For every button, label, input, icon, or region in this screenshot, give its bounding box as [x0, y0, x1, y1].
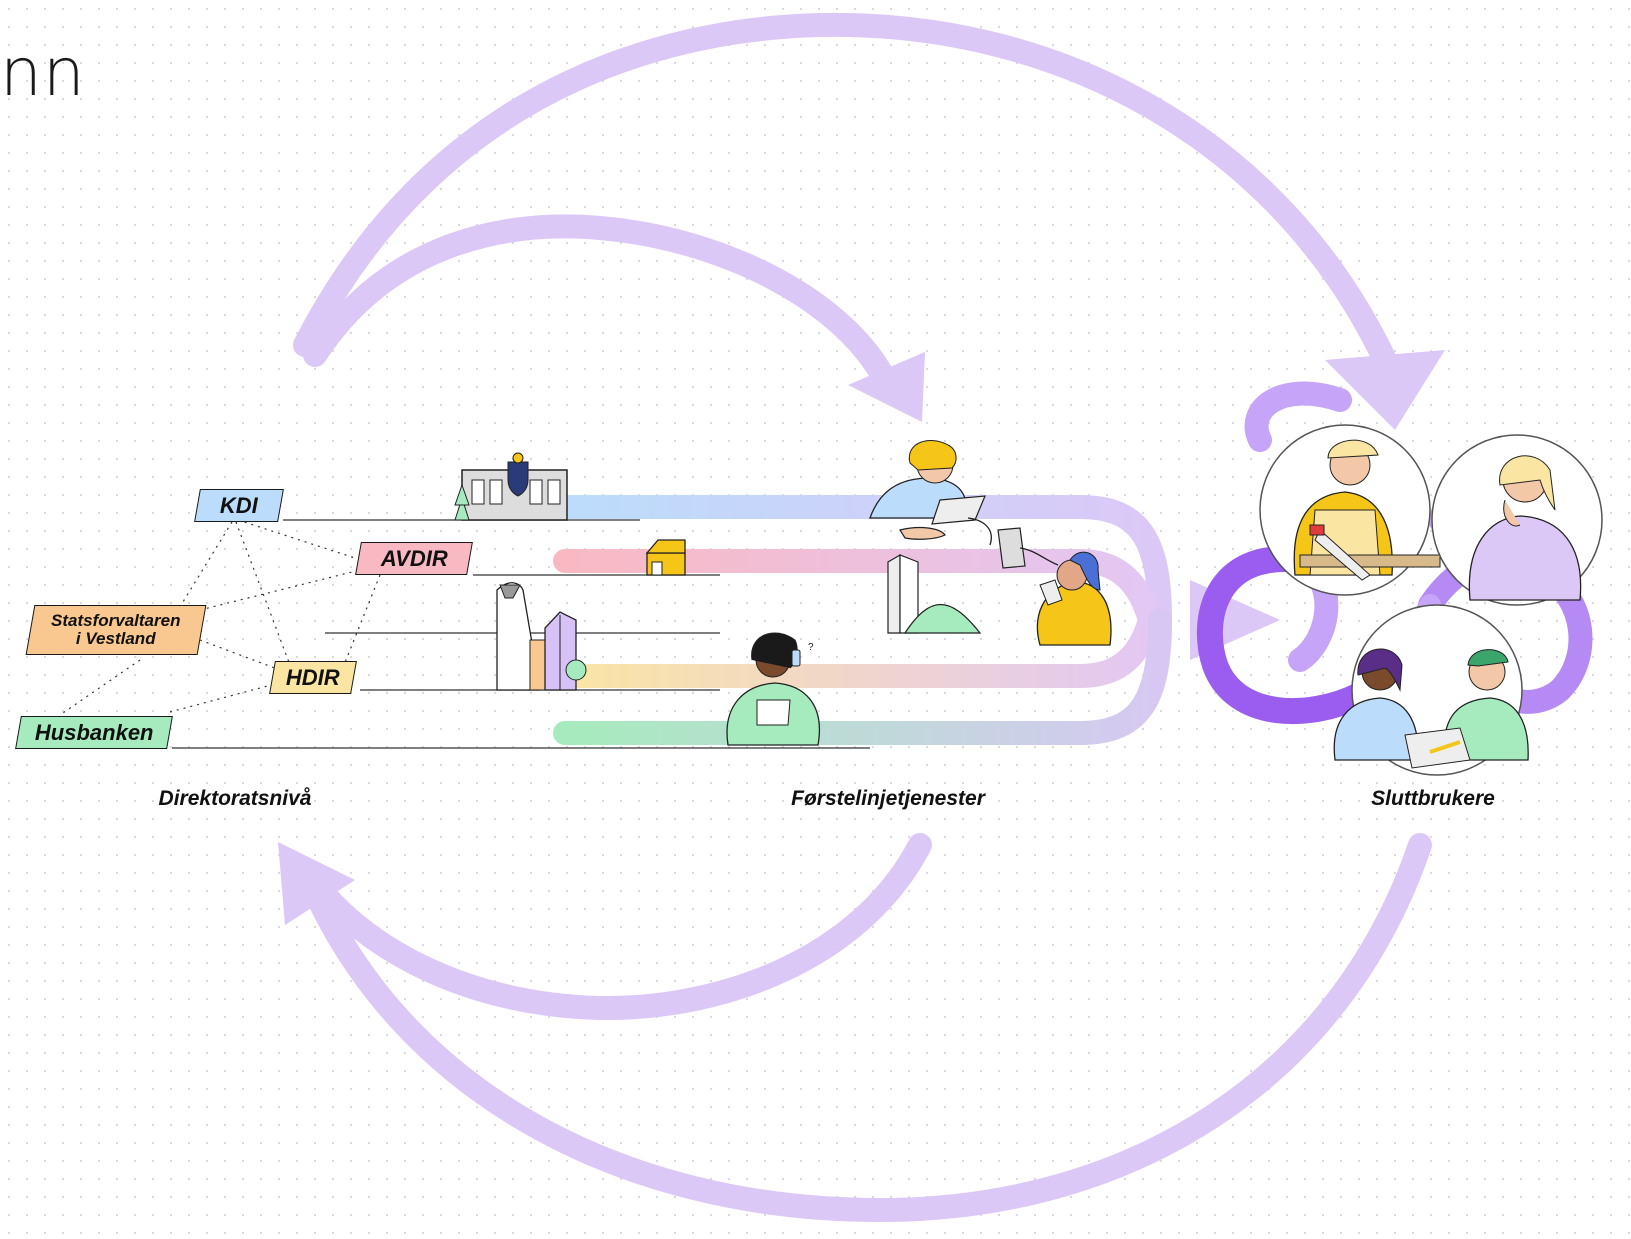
caption-end-users: Sluttbrukere: [1371, 787, 1495, 810]
org-tag-husbanken-label: Husbanken: [34, 719, 154, 745]
persona-two-people: [1333, 604, 1529, 776]
org-tag-statsforvalteren-label: Statsforvaltaren i Vestland: [51, 611, 181, 648]
org-tag-hdir: HDIR: [269, 661, 357, 694]
page-heading: nn: [0, 34, 86, 111]
caller-figure-icon: ?: [726, 632, 820, 746]
caption-frontline-services: Førstelinjetjenester: [791, 787, 985, 810]
statsforvalteren-line-2: i Vestland: [76, 629, 156, 648]
kdi-building-icon: [454, 452, 568, 521]
persona-carpenter: [1259, 424, 1441, 596]
org-tag-kdi-label: KDI: [220, 492, 258, 518]
org-tag-hdir-label: HDIR: [286, 664, 340, 690]
org-tag-kdi: KDI: [194, 489, 284, 522]
municipal-building-icon: [887, 553, 982, 634]
caption-directorate-level: Direktoratsnivå: [158, 787, 312, 810]
caseworker-figure-icon: [869, 440, 1026, 569]
persona-worried-woman: [1431, 434, 1603, 606]
org-connections: [59, 519, 381, 716]
inner-loop-arrow-top: [303, 214, 925, 422]
outer-loop-arrow-top: [293, 12, 1445, 430]
org-tag-avdir: AVDIR: [355, 542, 473, 575]
small-house-icon: [645, 539, 686, 576]
receiver-figure-icon: [1019, 547, 1112, 646]
org-tag-statsforvalteren: Statsforvaltaren i Vestland: [25, 605, 207, 655]
outer-loop-arrow-bottom: [298, 833, 1432, 1223]
svg-text:?: ?: [808, 642, 814, 653]
hdir-buildings-icon: [496, 582, 587, 691]
org-tag-husbanken: Husbanken: [15, 716, 173, 749]
org-tag-avdir-label: AVDIR: [380, 545, 448, 571]
statsforvalteren-line-1: Statsforvaltaren: [51, 611, 181, 631]
